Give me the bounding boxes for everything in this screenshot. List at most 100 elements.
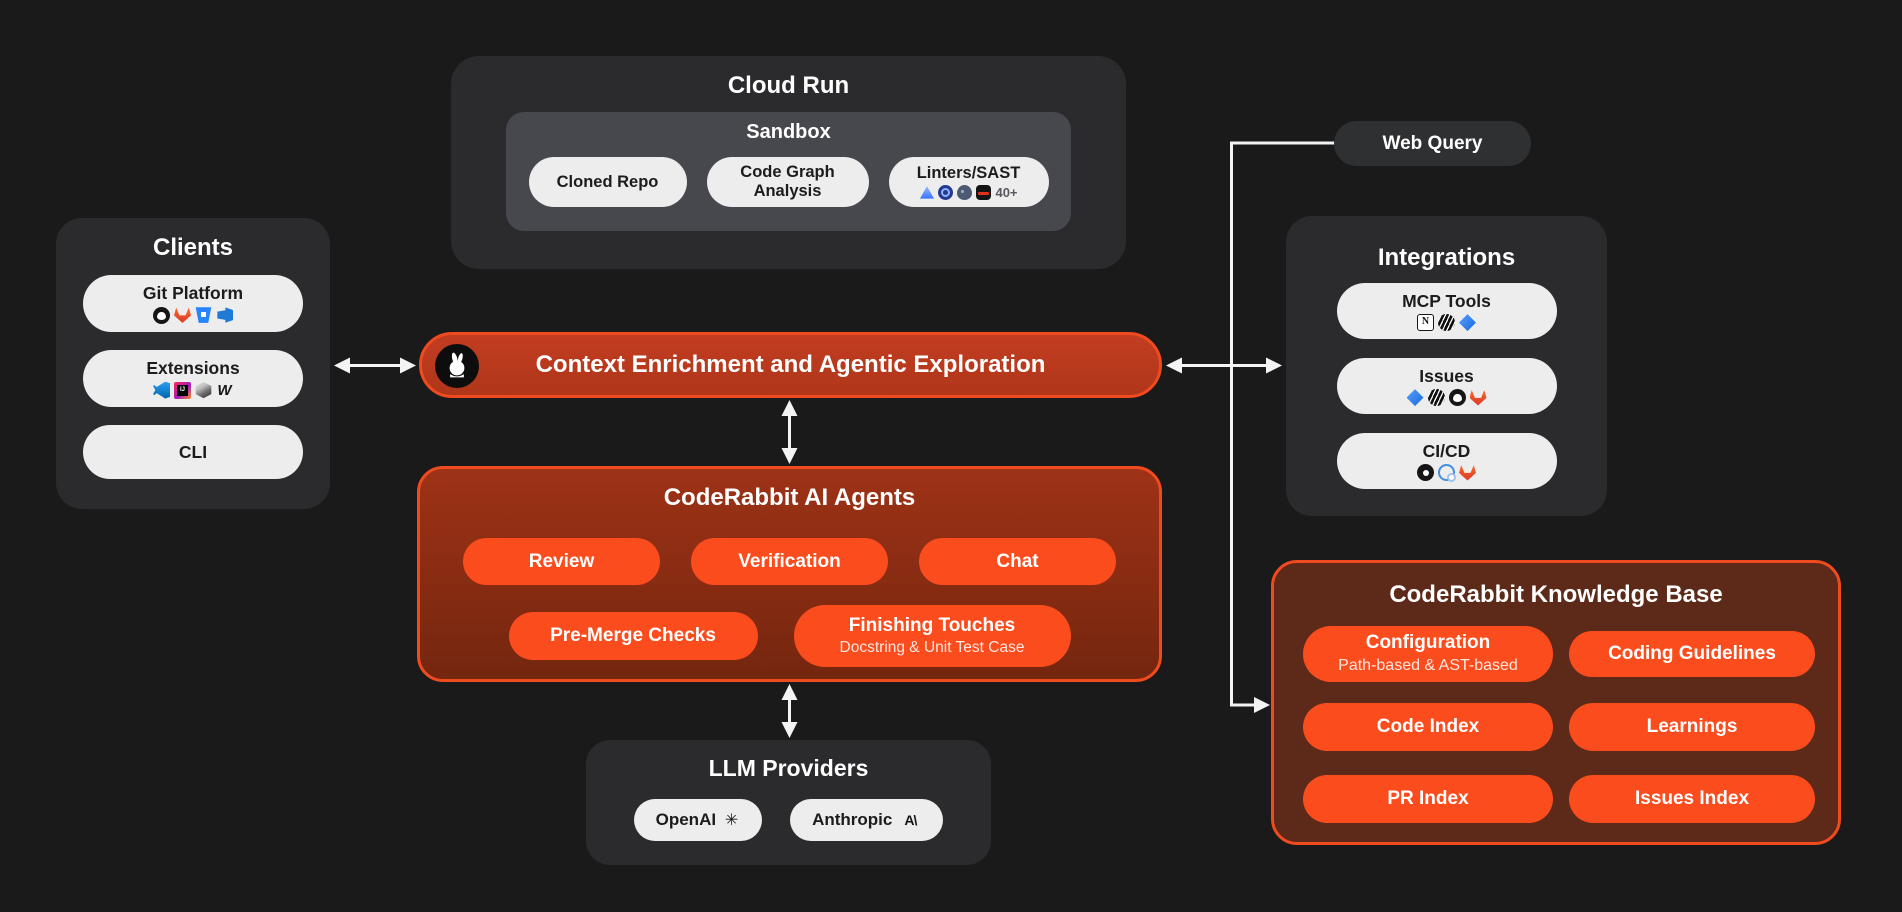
openai-logo-wrap	[723, 812, 740, 829]
sandbox-title: Sandbox	[746, 121, 831, 143]
arrowhead-right	[400, 357, 416, 374]
intellij-icon	[174, 381, 191, 399]
clients-title: Clients	[152, 234, 233, 261]
issues-index-pill: Issues Index	[1569, 775, 1815, 823]
web-query-pill: Web Query	[1334, 121, 1531, 166]
review-label: Review	[528, 550, 595, 572]
clients-pills: Git Platform Extensions CLI	[56, 275, 330, 479]
sandbox-pills: Cloned Repo Code Graph Analysis Linters/…	[506, 157, 1071, 207]
linters-sast-pill: Linters/SAST 40+	[888, 157, 1049, 207]
azure-devops-icon	[217, 307, 233, 323]
integrations-title: Integrations	[1377, 244, 1516, 271]
bitbucket-icon	[195, 307, 212, 323]
integrations-pills: MCP Tools Issues CI/CD	[1286, 283, 1607, 489]
finishing-touches-pill: Finishing Touches Docstring & Unit Test …	[793, 605, 1071, 667]
issues-icons	[1406, 389, 1487, 407]
arrowhead-down	[781, 722, 798, 738]
linters-more-label: 40+	[995, 185, 1018, 201]
configuration-sublabel: Path-based & AST-based	[1338, 657, 1518, 675]
circleci-icon	[1417, 464, 1434, 482]
context-enrichment-bar: Context Enrichment and Agentic Explorati…	[419, 332, 1162, 398]
finishing-touches-sublabel: Docstring & Unit Test Case	[839, 638, 1025, 656]
mcp-tools-icons	[1417, 314, 1476, 332]
cli-label: CLI	[178, 441, 208, 462]
linear-icon	[1427, 389, 1445, 407]
oxc-icon	[938, 185, 954, 201]
git-platform-pill: Git Platform	[83, 275, 303, 332]
issues-pill: Issues	[1336, 358, 1557, 414]
anthropic-icon	[899, 812, 921, 829]
extensions-label: Extensions	[146, 358, 240, 379]
linters-icons	[919, 185, 992, 201]
llm-providers-box: LLM Providers OpenAI Anthropic	[586, 740, 991, 865]
arrowhead-up	[781, 400, 798, 416]
jira-icon	[1459, 314, 1476, 332]
openai-label: OpenAI	[655, 810, 717, 830]
coderabbit-logo-icon	[435, 344, 479, 388]
arrowhead-up	[781, 684, 798, 700]
cloud-run-box: Cloud Run Sandbox Cloned Repo Code Graph…	[451, 56, 1126, 269]
github-icon	[153, 306, 170, 324]
cloned-repo-pill: Cloned Repo	[528, 157, 687, 207]
cursor-icon	[195, 381, 212, 399]
learnings-pill: Learnings	[1569, 703, 1815, 751]
sandbox-box: Sandbox Cloned Repo Code Graph Analysis …	[506, 112, 1071, 231]
linters-sast-label: Linters/SAST	[916, 163, 1021, 182]
github-actions-icon	[1438, 464, 1456, 483]
git-platform-label: Git Platform	[142, 283, 244, 304]
gitlab-icon	[174, 307, 191, 324]
chat-label: Chat	[996, 550, 1039, 572]
agents-row-2: Pre-Merge Checks Finishing Touches Docst…	[420, 605, 1159, 667]
configuration-pill: Configuration Path-based & AST-based	[1303, 626, 1553, 682]
arrowhead-right	[1266, 357, 1282, 374]
mcp-tools-pill: MCP Tools	[1336, 283, 1557, 339]
coding-guidelines-pill: Coding Guidelines	[1569, 631, 1815, 677]
configuration-label: Configuration	[1365, 632, 1491, 654]
llm-providers-title: LLM Providers	[708, 755, 869, 781]
biome-icon	[919, 186, 935, 199]
extensions-icons	[153, 381, 233, 399]
anthropic-logo-wrap	[899, 812, 921, 829]
cloud-run-title: Cloud Run	[727, 72, 850, 99]
pr-index-pill: PR Index	[1303, 775, 1553, 823]
cloned-repo-label: Cloned Repo	[556, 172, 659, 191]
finishing-touches-label: Finishing Touches	[848, 614, 1016, 636]
cli-pill: CLI	[83, 425, 303, 479]
integrations-box: Integrations MCP Tools Issues CI/CD	[1286, 216, 1607, 516]
gitlab-icon	[1469, 390, 1487, 406]
cicd-label: CI/CD	[1422, 440, 1471, 461]
cicd-icons	[1417, 464, 1476, 483]
notion-icon	[1417, 314, 1434, 332]
arrowhead-left	[334, 357, 350, 374]
openai-icon	[723, 812, 740, 829]
clients-box: Clients Git Platform Extensions CLI	[56, 218, 330, 509]
ai-agents-title: CodeRabbit AI Agents	[663, 484, 916, 511]
gitlab-icon	[1459, 465, 1476, 481]
learnings-label: Learnings	[1646, 716, 1738, 738]
line-webquery-knowledgebase	[1230, 141, 1345, 707]
git-platform-icons	[153, 306, 233, 324]
arrowhead-knowledge-base	[1254, 697, 1270, 713]
code-graph-analysis-pill: Code Graph Analysis	[706, 157, 869, 207]
issues-label: Issues	[1419, 365, 1474, 386]
coding-guidelines-label: Coding Guidelines	[1608, 643, 1776, 665]
context-enrichment-label: Context Enrichment and Agentic Explorati…	[535, 351, 1046, 378]
knowledge-base-title: CodeRabbit Knowledge Base	[1389, 581, 1723, 608]
verification-label: Verification	[738, 550, 841, 572]
mcp-tools-label: MCP Tools	[1402, 290, 1491, 311]
web-query-label: Web Query	[1382, 132, 1483, 154]
rabbit-glyph	[449, 352, 465, 378]
code-index-label: Code Index	[1376, 716, 1480, 738]
issues-index-label: Issues Index	[1634, 788, 1750, 810]
cicd-pill: CI/CD	[1336, 433, 1557, 489]
verification-pill: Verification	[691, 538, 888, 585]
review-pill: Review	[463, 538, 660, 585]
agents-row-1: Review Verification Chat	[420, 538, 1159, 585]
code-index-pill: Code Index	[1303, 703, 1553, 751]
sast-icon	[976, 185, 992, 201]
arrowhead-left	[1166, 357, 1182, 374]
pre-merge-checks-label: Pre-Merge Checks	[550, 625, 716, 647]
pr-index-label: PR Index	[1387, 788, 1469, 810]
anthropic-label: Anthropic	[812, 810, 893, 830]
